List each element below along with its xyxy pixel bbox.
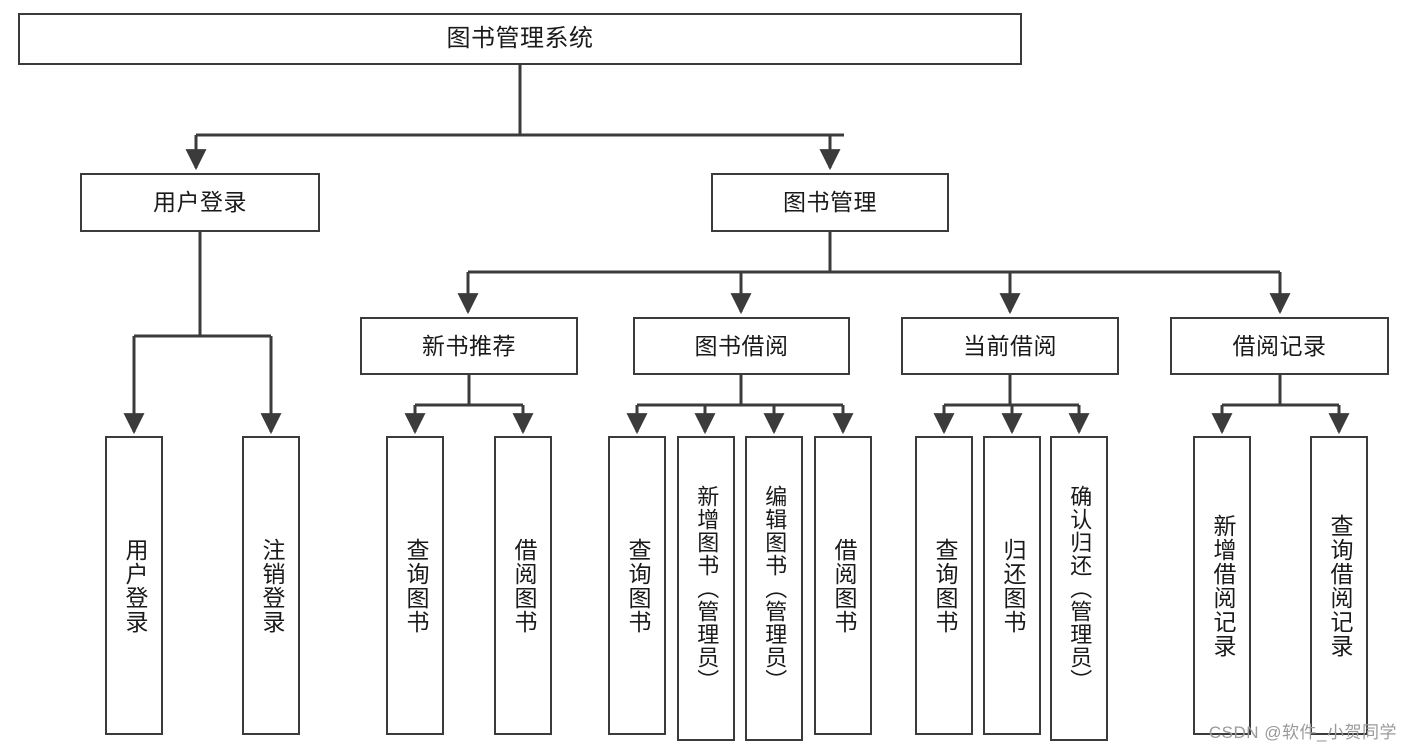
leaf-query-book-borrow[interactable]: 查询图书 bbox=[608, 436, 666, 735]
node-label: 图书管理系统 bbox=[446, 25, 594, 52]
node-label: 用户登录 bbox=[121, 537, 148, 634]
node-label: 查询图书 bbox=[402, 537, 429, 634]
node-label: 查询图书 bbox=[624, 537, 651, 634]
node-label: 编辑图书（管理员） bbox=[762, 485, 788, 692]
node-book-management[interactable]: 图书管理 bbox=[711, 173, 949, 232]
node-label: 当前借阅 bbox=[963, 332, 1057, 359]
node-label: 借阅图书 bbox=[830, 537, 857, 634]
leaf-add-book-admin[interactable]: 新增图书（管理员） bbox=[677, 436, 735, 741]
node-new-book-recommend[interactable]: 新书推荐 bbox=[360, 317, 578, 375]
leaf-add-borrow-record[interactable]: 新增借阅记录 bbox=[1193, 436, 1251, 735]
node-book-borrow[interactable]: 图书借阅 bbox=[633, 317, 850, 375]
node-label: 新增图书（管理员） bbox=[694, 485, 720, 692]
node-label: 图书借阅 bbox=[694, 332, 789, 359]
node-borrow-record[interactable]: 借阅记录 bbox=[1170, 317, 1389, 375]
node-label: 用户登录 bbox=[153, 189, 247, 216]
leaf-edit-book-admin[interactable]: 编辑图书（管理员） bbox=[745, 436, 803, 741]
node-label: 注销登录 bbox=[258, 537, 285, 634]
node-label: 新书推荐 bbox=[422, 332, 516, 359]
leaf-query-book-current[interactable]: 查询图书 bbox=[915, 436, 973, 735]
leaf-borrow-book[interactable]: 借阅图书 bbox=[814, 436, 872, 735]
leaf-query-book-recommend[interactable]: 查询图书 bbox=[386, 436, 444, 735]
node-label: 新增借阅记录 bbox=[1209, 513, 1236, 658]
node-user-login[interactable]: 用户登录 bbox=[80, 173, 320, 232]
node-label: 图书管理 bbox=[783, 189, 877, 216]
leaf-user-login[interactable]: 用户登录 bbox=[105, 436, 163, 735]
node-label: 确认归还（管理员） bbox=[1067, 485, 1093, 692]
node-label: 查询借阅记录 bbox=[1326, 513, 1353, 658]
node-label: 查询图书 bbox=[931, 537, 958, 634]
csdn-watermark: CSDN @软件_小贺同学 bbox=[1208, 723, 1397, 742]
node-label: 借阅图书 bbox=[510, 537, 537, 634]
leaf-logout[interactable]: 注销登录 bbox=[242, 436, 300, 735]
node-root-library-system[interactable]: 图书管理系统 bbox=[18, 13, 1022, 65]
node-current-borrow[interactable]: 当前借阅 bbox=[901, 317, 1119, 375]
node-label: 归还图书 bbox=[999, 537, 1026, 634]
node-label: 借阅记录 bbox=[1232, 332, 1327, 359]
leaf-borrow-book-recommend[interactable]: 借阅图书 bbox=[494, 436, 552, 735]
leaf-return-book[interactable]: 归还图书 bbox=[983, 436, 1041, 735]
leaf-confirm-return-admin[interactable]: 确认归还（管理员） bbox=[1050, 436, 1108, 741]
leaf-query-borrow-record[interactable]: 查询借阅记录 bbox=[1310, 436, 1368, 735]
